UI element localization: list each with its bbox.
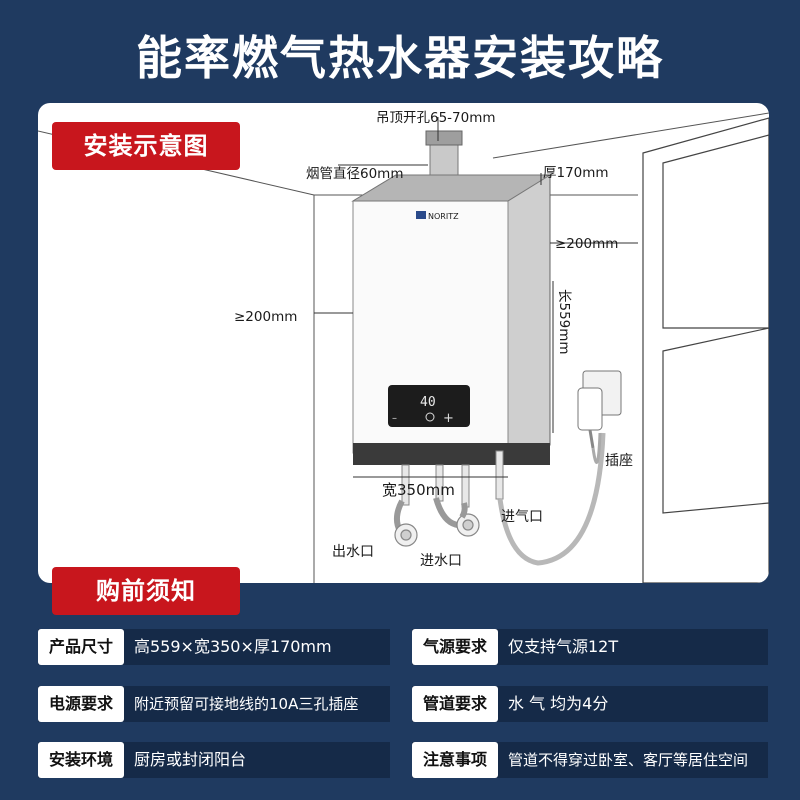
- power-icon: [425, 412, 435, 422]
- info-row-notes: 注意事项 管道不得穿过卧室、客厅等居住空间: [412, 742, 768, 778]
- width-label: 宽350mm: [382, 481, 455, 499]
- info-value: 仅支持气源12T: [508, 637, 619, 656]
- socket-label: 插座: [605, 453, 633, 469]
- water-outlet-label: 出水口: [332, 544, 374, 560]
- heater-bottom: [353, 443, 550, 465]
- info-value: 附近预留可接地线的10A三孔插座: [134, 695, 359, 713]
- ceiling-hole-label: 吊顶开孔65-70mm: [376, 110, 496, 126]
- thickness-label: 厚170mm: [543, 165, 609, 181]
- valves: [394, 497, 480, 547]
- pipe-4: [495, 450, 504, 500]
- info-label: 安装环境: [38, 742, 124, 778]
- info-value: 高559×宽350×厚170mm: [134, 637, 332, 656]
- gas-hose: [497, 432, 606, 566]
- left-clearance-label: ≥200mm: [234, 309, 297, 325]
- gas-inlet-label: 进气口: [501, 509, 543, 525]
- info-row-gas-source: 气源要求 仅支持气源12T: [412, 629, 768, 665]
- pipe-3: [461, 464, 470, 508]
- flue-diameter-label: 烟管直径60mm: [306, 166, 403, 182]
- door-frame: [642, 117, 769, 583]
- info-label: 产品尺寸: [38, 629, 124, 665]
- info-label: 管道要求: [412, 686, 498, 722]
- info-row-pipe: 管道要求 水 气 均为4分: [412, 686, 768, 722]
- minus-icon: –: [392, 413, 397, 424]
- purchase-notice-tag: 购前须知: [52, 567, 240, 615]
- plus-icon: +: [443, 411, 454, 426]
- info-value: 厨房或封闭阳台: [134, 750, 247, 769]
- info-row-environment: 安装环境 厨房或封闭阳台: [38, 742, 390, 778]
- page-title: 能率燃气热水器安装攻略: [136, 31, 664, 85]
- right-clearance-label: ≥200mm: [555, 236, 618, 252]
- water-inlet-label: 进水口: [420, 553, 462, 569]
- install-diagram-tag: 安装示意图: [52, 122, 240, 170]
- display-temp: 40: [420, 395, 436, 410]
- pipe-1: [401, 464, 410, 506]
- heater-top: [351, 174, 552, 202]
- info-label: 注意事项: [412, 742, 498, 778]
- brand-logo-icon: [416, 211, 426, 219]
- info-label: 气源要求: [412, 629, 498, 665]
- ceiling-right-line: [492, 112, 769, 159]
- info-value: 水 气 均为4分: [508, 694, 609, 713]
- info-value: 管道不得穿过卧室、客厅等居住空间: [508, 751, 749, 769]
- info-label: 电源要求: [38, 686, 124, 722]
- plug: [577, 387, 603, 431]
- install-diagram-panel: NORITZ 40 + –: [38, 103, 769, 583]
- control-panel: [388, 385, 470, 427]
- brand-text: NORITZ: [428, 212, 459, 221]
- info-row-size: 产品尺寸 高559×宽350×厚170mm: [38, 629, 390, 665]
- info-row-power: 电源要求 附近预留可接地线的10A三孔插座: [38, 686, 390, 722]
- length-label: 长559mm: [556, 289, 572, 355]
- install-diagram: NORITZ 40 + –: [38, 110, 769, 583]
